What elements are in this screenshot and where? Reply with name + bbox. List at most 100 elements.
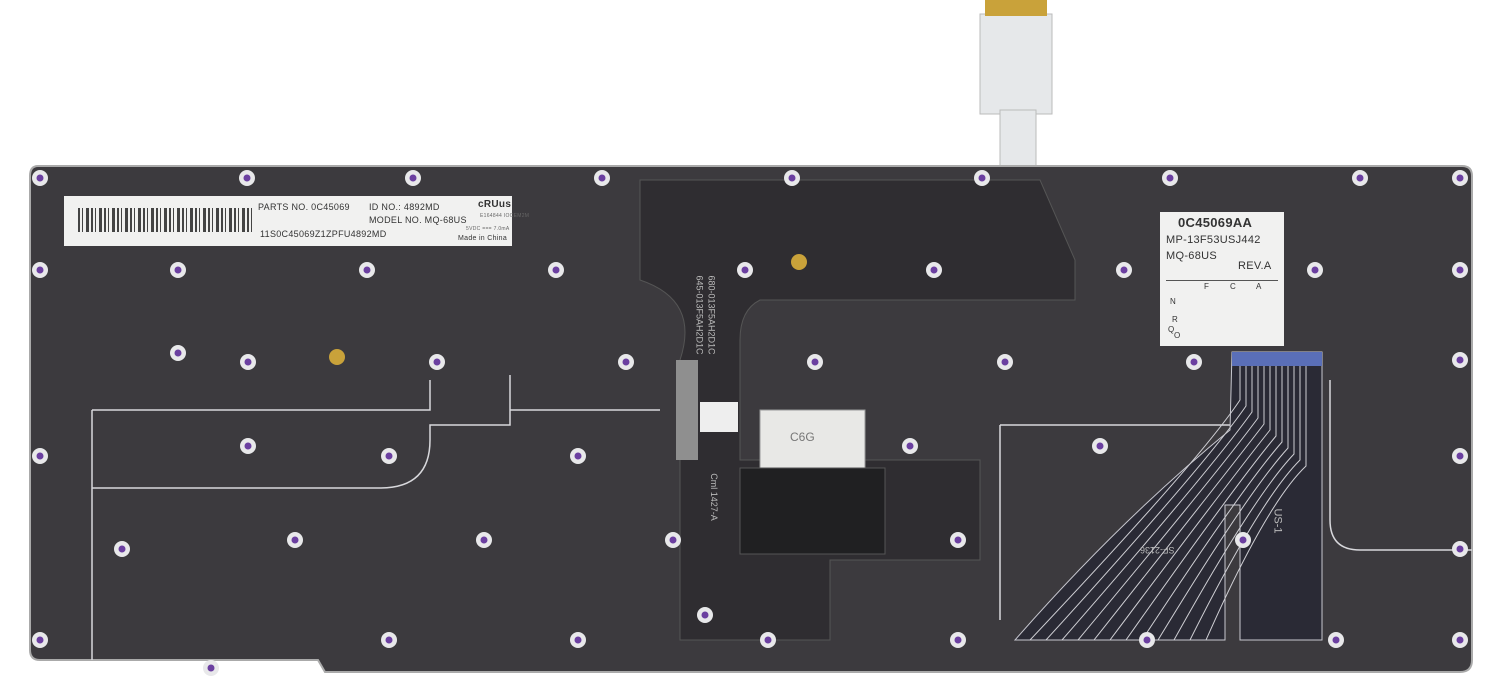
screw-hole-center xyxy=(954,536,962,544)
screw-hole-center xyxy=(1143,636,1151,644)
screw-hole-center xyxy=(1332,636,1340,644)
rev-part-number: 0C45069AA xyxy=(1178,215,1253,230)
screw-hole-center xyxy=(1456,545,1464,553)
screw-hole-center xyxy=(1356,174,1364,182)
screw-hole-center xyxy=(1120,266,1128,274)
screw-hole-center xyxy=(36,636,44,644)
screw-hole-center xyxy=(1456,356,1464,364)
flex-trace xyxy=(1093,366,1265,641)
rev-model: MQ-68US xyxy=(1166,250,1217,262)
screw-hole-center xyxy=(36,174,44,182)
screw-hole-center xyxy=(906,442,914,450)
screw-holes xyxy=(32,170,1468,676)
flex-trace xyxy=(1125,366,1277,641)
screw-hole-center xyxy=(669,536,677,544)
row-n: N xyxy=(1170,297,1176,306)
flex-trace xyxy=(1109,366,1271,641)
parts-no: PARTS NO. 0C45069 xyxy=(258,202,350,212)
flex-code-2: 680-013F5AH2D1C xyxy=(706,275,717,355)
screw-hole-center xyxy=(385,452,393,460)
screw-hole-center xyxy=(480,536,488,544)
part-ref: SF-2136 xyxy=(1140,545,1175,555)
screw-hole-center xyxy=(244,358,252,366)
brass-standoff xyxy=(329,349,345,365)
serial-number: 11S0C45069Z1ZPFU4892MD xyxy=(260,229,387,239)
cert-codes: E164844 IOCEM2M xyxy=(480,213,530,219)
row-o: O xyxy=(1174,331,1181,340)
screw-hole-center xyxy=(1166,174,1174,182)
cert-mark: cRUus xyxy=(478,199,512,210)
model-no: MODEL NO. MQ-68US xyxy=(369,215,467,225)
screw-hole-center xyxy=(1001,358,1009,366)
row-r: R xyxy=(1172,315,1178,324)
revision-label: 0C45069AA MP-13F53USJ442 MQ-68US REV.A F… xyxy=(1160,212,1284,346)
inspection-grid: F C A N R Q O xyxy=(1166,280,1278,343)
screw-hole-center xyxy=(174,266,182,274)
screw-hole-center xyxy=(764,636,772,644)
screw-hole-center xyxy=(409,174,417,182)
screw-hole-center xyxy=(363,266,371,274)
product-label: PARTS NO. 0C45069 ID NO.: 4892MD MODEL N… xyxy=(64,196,529,246)
screw-hole-center xyxy=(811,358,819,366)
barcode xyxy=(78,208,254,232)
row-q: Q xyxy=(1168,325,1175,334)
screw-hole-center xyxy=(291,536,299,544)
screw-hole-center xyxy=(207,664,215,672)
screw-hole-center xyxy=(598,174,606,182)
flex-trace xyxy=(1141,366,1283,641)
screw-hole-center xyxy=(1456,174,1464,182)
date-code: Cml 1427-A xyxy=(708,473,719,521)
screw-hole-center xyxy=(243,174,251,182)
black-shield xyxy=(739,467,886,555)
flex-trace xyxy=(1205,366,1307,641)
screw-hole-center xyxy=(574,452,582,460)
col-f: F xyxy=(1204,282,1209,291)
screw-hole-center xyxy=(1096,442,1104,450)
screw-hole-center xyxy=(741,266,749,274)
keyboard-flex-cable xyxy=(1013,351,1323,641)
col-c: C xyxy=(1230,282,1236,291)
screw-hole-center xyxy=(788,174,796,182)
layout-code: US-1 xyxy=(1271,508,1284,534)
flex-trace xyxy=(1173,366,1295,641)
flex-trace xyxy=(1029,366,1241,641)
circuit-traces xyxy=(91,375,1472,660)
screw-hole-center xyxy=(978,174,986,182)
flex-cable-traces xyxy=(1029,366,1307,641)
flex-trace xyxy=(1045,366,1247,641)
screw-hole-center xyxy=(552,266,560,274)
flex-cable-connector xyxy=(1232,352,1322,366)
rev-revision: REV.A xyxy=(1238,260,1272,272)
flex-trace xyxy=(1077,366,1259,641)
col-a: A xyxy=(1256,282,1262,291)
screw-hole-center xyxy=(433,358,441,366)
flex-trace xyxy=(1061,366,1253,641)
screw-hole-center xyxy=(174,349,182,357)
screw-hole-center xyxy=(118,545,126,553)
flex-code-1: 645-013F5AH2D1C xyxy=(694,275,705,355)
flex-trace xyxy=(1157,366,1289,641)
screw-hole-center xyxy=(701,611,709,619)
screw-hole-center xyxy=(36,452,44,460)
screw-hole-center xyxy=(930,266,938,274)
screw-hole-center xyxy=(622,358,630,366)
screw-hole-center xyxy=(954,636,962,644)
screw-hole-center xyxy=(1456,452,1464,460)
chip-mark: C6G xyxy=(790,430,815,444)
screw-hole-center xyxy=(36,266,44,274)
screw-hole-center xyxy=(1456,266,1464,274)
origin: Made in China xyxy=(458,235,508,242)
screw-hole-center xyxy=(244,442,252,450)
brass-standoff xyxy=(791,254,807,270)
screw-hole-center xyxy=(1456,636,1464,644)
screw-hole-center xyxy=(385,636,393,644)
screw-hole-center xyxy=(1311,266,1319,274)
metal-bracket xyxy=(759,409,866,471)
screw-hole-center xyxy=(574,636,582,644)
ribbon-cable xyxy=(979,13,1053,115)
screw-hole-center xyxy=(1239,536,1247,544)
sensor-pad xyxy=(700,402,738,432)
rating: 5VDC === 7.0mA xyxy=(466,226,510,232)
rev-mp-number: MP-13F53USJ442 xyxy=(1166,234,1261,246)
